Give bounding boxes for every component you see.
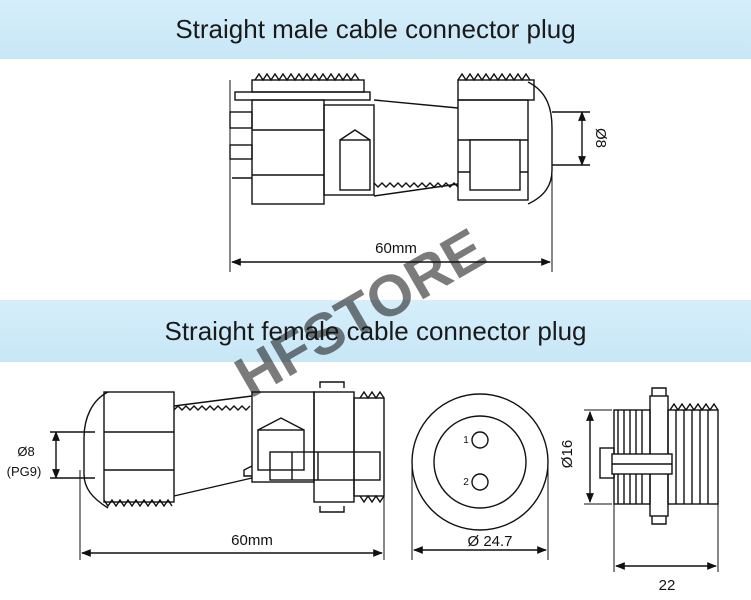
female-section-banner: Straight female cable connector plug [0, 300, 751, 362]
front-diameter-label: Ø 24.7 [467, 533, 512, 550]
male-length-label: 60mm [375, 240, 417, 257]
side-width-label: 22 [659, 577, 676, 594]
female-cable-diameter-label: Ø8 [17, 444, 34, 459]
pin-2-label: 2 [463, 477, 469, 488]
watermark-logo: HFSTORE [224, 216, 496, 410]
male-connector-drawing [229, 72, 590, 272]
side-view-drawing [584, 387, 719, 572]
male-section-banner: Straight male cable connector plug [0, 0, 751, 59]
front-view-drawing [411, 393, 549, 560]
female-section-title: Straight female cable connector plug [164, 316, 587, 346]
side-diameter-label: Ø16 [559, 440, 576, 468]
female-length-label: 60mm [231, 532, 273, 549]
male-cable-diameter-label: Ø8 [592, 128, 609, 148]
male-section-title: Straight male cable connector plug [175, 14, 576, 44]
pin-1-label: 1 [463, 435, 469, 446]
female-connector-drawing [50, 381, 385, 560]
pin-2-hole [471, 473, 489, 491]
pin-1-hole [471, 431, 489, 449]
female-gland-label: (PG9) [7, 464, 42, 479]
